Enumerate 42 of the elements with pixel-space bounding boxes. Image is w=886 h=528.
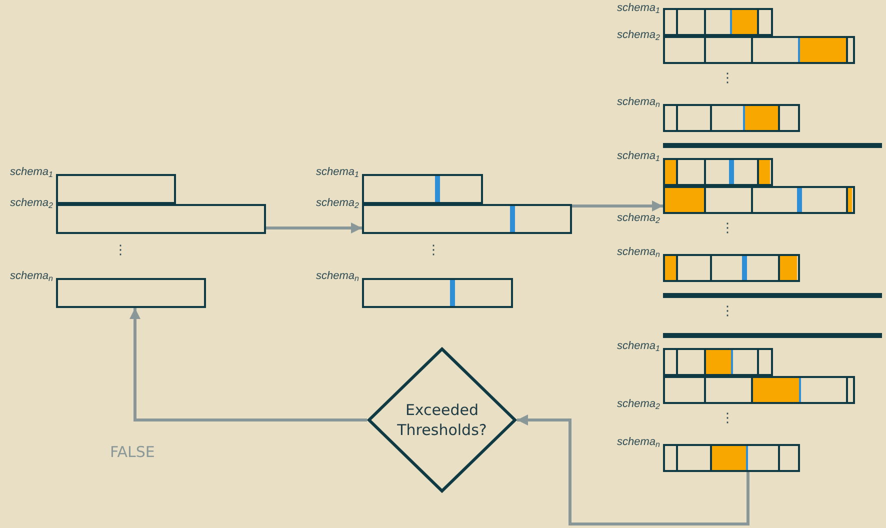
decision-label: Exceeded Thresholds?	[396, 400, 488, 440]
schema-label: schema$_{1}$	[617, 2, 660, 15]
schema-label: schema$_{1}$	[617, 150, 660, 163]
schema-bar	[362, 278, 513, 308]
schema-label: schema$_{2}$	[617, 212, 660, 225]
ellipsis-mark: ⋮	[721, 412, 734, 426]
schema-bar	[56, 204, 266, 234]
schema-bar	[663, 444, 800, 472]
schema-label: schema$_{2}$	[617, 398, 660, 411]
connector-arrow	[517, 414, 750, 526]
schema-bar	[663, 348, 773, 376]
schema-bar	[663, 104, 800, 132]
ellipsis-mark: ⋮	[721, 222, 734, 236]
schema-label: schema$_{n}$	[617, 246, 660, 259]
schema-label: schema$_{n}$	[316, 270, 359, 283]
ellipsis-mark: ⋮	[721, 305, 734, 319]
decision-diamond	[367, 347, 517, 493]
schema-bar	[56, 174, 176, 204]
ellipsis-mark: ⋮	[721, 72, 734, 86]
schema-bar	[56, 278, 206, 308]
schema-label: schema$_{n}$	[617, 436, 660, 449]
schema-bar	[362, 204, 572, 234]
schema-bar	[663, 254, 800, 282]
connector-arrow	[130, 308, 367, 422]
connector-arrow	[572, 200, 663, 212]
schema-label: schema$_{1}$	[316, 166, 359, 179]
schema-bar	[362, 174, 483, 204]
connector-arrow	[266, 222, 362, 234]
schema-bar	[663, 36, 855, 64]
schema-bar	[663, 8, 773, 36]
schema-label: schema$_{n}$	[617, 96, 660, 109]
schema-label: schema$_{1}$	[617, 340, 660, 353]
schema-bar	[663, 186, 855, 214]
schema-label: schema$_{n}$	[10, 270, 53, 283]
schema-bar	[663, 376, 855, 404]
schema-label: schema$_{2}$	[617, 29, 660, 42]
ellipsis-mark: ⋮	[427, 244, 440, 258]
schema-bar	[663, 158, 773, 186]
schema-label: schema$_{1}$	[10, 166, 53, 179]
schema-label: schema$_{2}$	[10, 197, 53, 210]
ellipsis-mark: ⋮	[114, 244, 127, 258]
schema-label: schema$_{2}$	[316, 197, 359, 210]
